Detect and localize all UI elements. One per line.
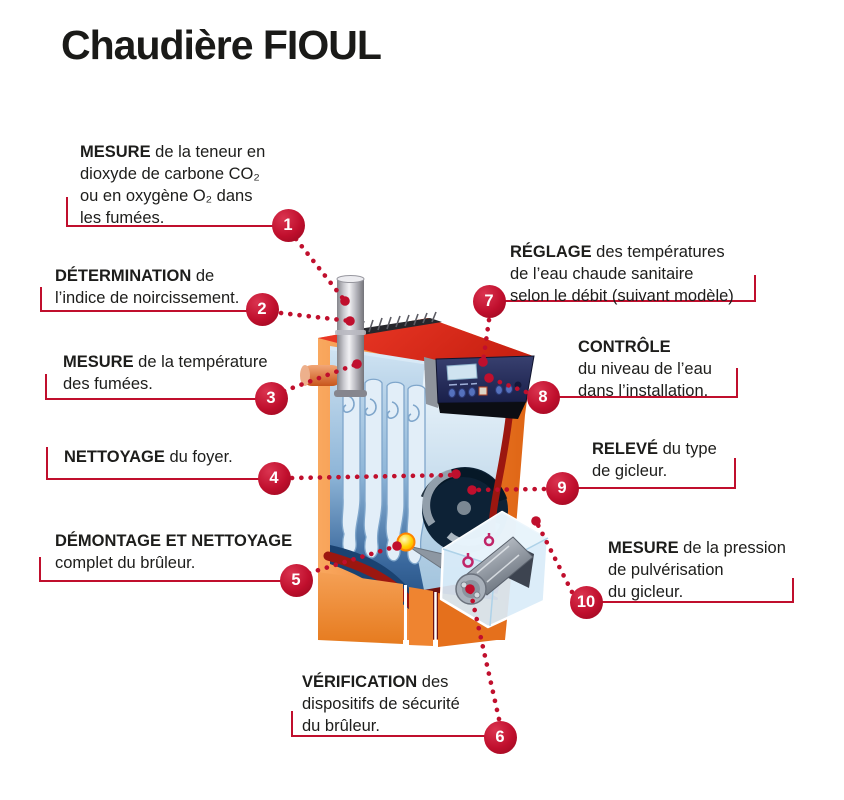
callout-text-line: MESURE de la pression (608, 537, 786, 559)
dotted-8 (486, 375, 529, 395)
panel-buttons (448, 384, 513, 398)
callout-keyword: RELEVÉ (592, 440, 659, 458)
boiler-illustration (300, 275, 550, 647)
callout-text-line: du gicleur. (608, 583, 684, 601)
callout-text-line: des fumées. (63, 375, 153, 393)
burner-fasteners (462, 533, 495, 568)
callout-text-line: l’indice de noircissement. (55, 289, 240, 307)
connector-5 (39, 557, 296, 582)
dotted-5 (306, 543, 400, 576)
callout-text-line: de gicleur. (592, 462, 668, 480)
callout-keyword: RÉGLAGE (510, 243, 592, 261)
callout-rest: de la pression (678, 539, 786, 557)
connector-8 (543, 368, 738, 398)
dotted-7 (480, 317, 492, 365)
callout-text-line: du brûleur. (302, 717, 380, 735)
callout-keyword: DÉTERMINATION (55, 267, 192, 285)
callout-text-line: MESURE de la teneur en (80, 141, 265, 163)
callout-keyword: CONTRÔLE (578, 338, 671, 356)
callout-rest: des (417, 673, 449, 691)
callout-text-9: RELEVÉ du type de gicleur. (592, 438, 717, 482)
callout-text-line: de l’eau chaude sanitaire (510, 265, 694, 283)
callout-text-line: du niveau de l’eau (578, 360, 712, 378)
callout-badge-6: 6 (483, 720, 517, 754)
connector-2 (40, 287, 262, 312)
callout-text-line: DÉTERMINATION de (55, 265, 239, 287)
callout-rest: du type (658, 440, 717, 458)
callout-badge-1: 1 (271, 208, 305, 242)
callout-keyword: VÉRIFICATION (302, 673, 418, 691)
callout-text-line: les fumées. (80, 209, 165, 227)
connector-10 (586, 578, 794, 603)
panel-underside (438, 402, 526, 419)
callout-text-6: VÉRIFICATION des dispositifs de sécurité d… (302, 671, 460, 737)
dotted-2 (278, 310, 353, 324)
dotted-4 (289, 472, 459, 481)
return-pipe-stub (300, 365, 342, 386)
callout-connector-lines (39, 197, 794, 737)
connector-6 (291, 711, 500, 737)
callout-text-line: selon le débit (suivant modèle) (510, 287, 734, 305)
callout-text-1: MESURE de la teneur en dioxyde de carbone… (80, 141, 265, 229)
callout-badge-9: 9 (545, 471, 579, 505)
dotted-1 (293, 236, 348, 304)
callout-rest: de (191, 267, 215, 285)
callout-text-5: DÉMONTAGE ET NETTOYAGE complet du brûleur… (55, 530, 292, 574)
callout-text-line: dans l’installation. (578, 382, 709, 400)
chimney-flue-pipe (334, 275, 367, 397)
callout-text-10: MESURE de la pression de pulvérisation du … (608, 537, 786, 603)
callout-text-line: CONTRÔLE (578, 336, 712, 358)
callout-badge-7: 7 (472, 284, 506, 318)
callout-rest: des températures (591, 243, 725, 261)
callout-text-4: NETTOYAGE du foyer. (64, 446, 233, 468)
callout-text-8: CONTRÔLE du niveau de l’eau dans l’install… (578, 336, 712, 402)
page-title: Chaudière FIOUL (61, 22, 382, 68)
dotted-10 (533, 518, 575, 595)
callout-keyword: NETTOYAGE (64, 448, 165, 466)
callout-badge-4: 4 (257, 461, 291, 495)
callout-badge-2: 2 (245, 292, 279, 326)
callout-dotted-lines (278, 236, 575, 722)
connector-1 (66, 197, 288, 227)
callout-endpoint-dots (340, 296, 541, 594)
callout-text-line: MESURE de la température (63, 351, 268, 373)
callout-rest: de la teneur en (150, 143, 266, 161)
callout-badge-8: 8 (526, 380, 560, 414)
connector-4 (46, 447, 274, 480)
callout-badge-5: 5 (279, 563, 313, 597)
callout-text-line: DÉMONTAGE ET NETTOYAGE (55, 530, 292, 552)
callout-text-2: DÉTERMINATION de l’indice de noircissemen… (55, 265, 239, 309)
callout-text-line: RELEVÉ du type (592, 438, 717, 460)
callout-keyword: DÉMONTAGE ET NETTOYAGE (55, 532, 293, 550)
panel-display (446, 363, 478, 381)
callout-keyword: MESURE (608, 539, 679, 557)
connector-3 (45, 374, 271, 400)
lower-front-doors (318, 572, 505, 647)
callout-text-line: dioxyde de carbone CO₂ (80, 165, 260, 183)
callout-keyword: MESURE (63, 353, 134, 371)
dotted-9 (469, 486, 547, 493)
callout-text-line: ou en oxygène O₂ dans (80, 187, 253, 205)
callout-badge-3: 3 (254, 381, 288, 415)
callout-rest: du foyer. (164, 448, 233, 466)
callout-text-3: MESURE de la température des fumées. (63, 351, 268, 395)
dotted-3 (281, 361, 360, 394)
callout-text-line: NETTOYAGE du foyer. (64, 446, 233, 468)
callout-text-line: RÉGLAGE des températures (510, 241, 734, 263)
dotted-6 (467, 586, 502, 722)
connector-7 (489, 275, 756, 302)
callout-text-line: complet du brûleur. (55, 554, 196, 572)
callout-text-line: dispositifs de sécurité (302, 695, 460, 713)
callout-text-7: RÉGLAGE des températures de l’eau chaude … (510, 241, 734, 307)
callout-text-line: de pulvérisation (608, 561, 724, 579)
callout-badge-10: 10 (569, 585, 603, 619)
callout-text-line: VÉRIFICATION des (302, 671, 460, 693)
connector-9 (562, 458, 736, 489)
callout-rest: de la température (133, 353, 268, 371)
callout-keyword: MESURE (80, 143, 151, 161)
